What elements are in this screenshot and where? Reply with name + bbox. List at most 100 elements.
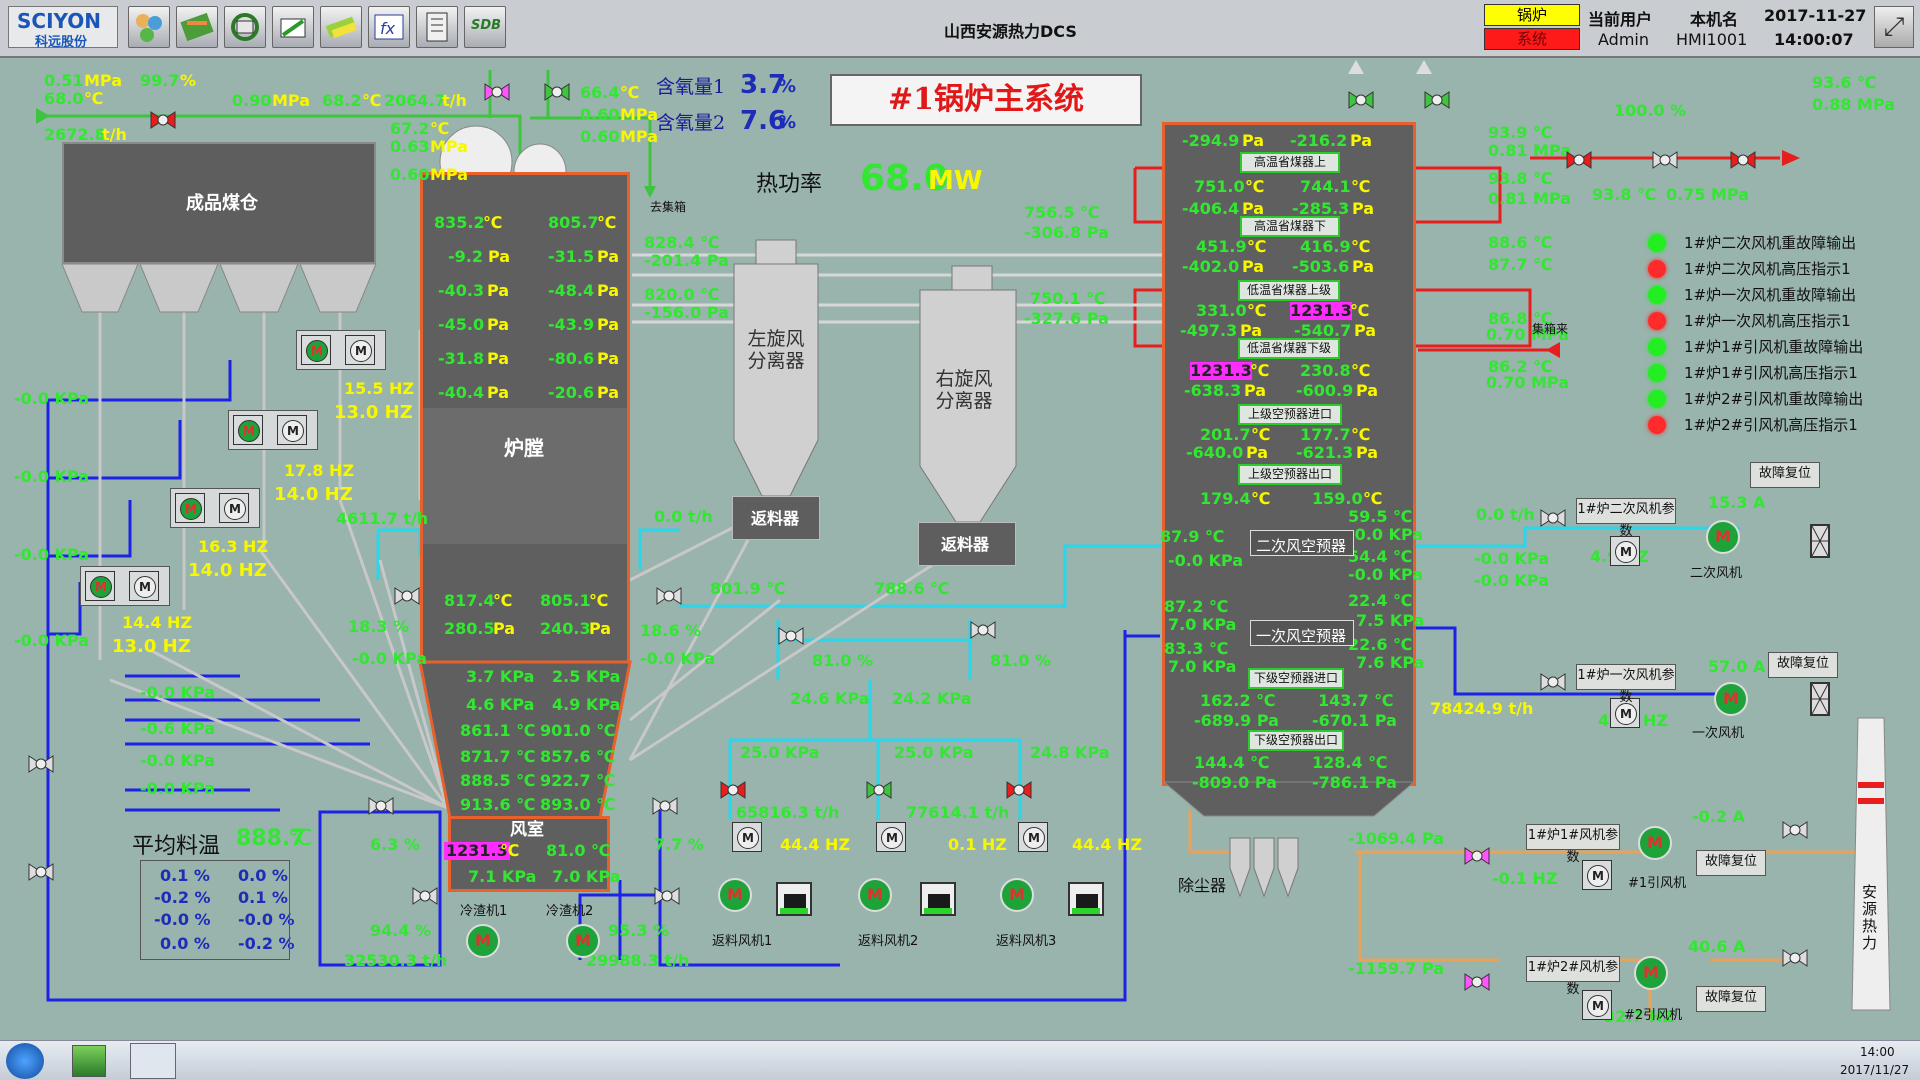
valve-icon[interactable] bbox=[656, 584, 682, 608]
valve-icon[interactable] bbox=[484, 80, 510, 104]
tag-lap_out[interactable]: 下级空预器出口 bbox=[1248, 730, 1344, 751]
report-icon[interactable] bbox=[272, 6, 314, 48]
fan-motor-icon[interactable]: M bbox=[1000, 878, 1034, 912]
reset-button-2[interactable]: 故障复位 bbox=[1696, 850, 1766, 876]
alarm-system[interactable]: 系统 bbox=[1484, 28, 1580, 50]
cone-val-4: 861.1 ℃ bbox=[460, 721, 536, 740]
motor-status-icon[interactable]: M bbox=[1610, 698, 1640, 728]
fan-motor-icon[interactable]: M bbox=[718, 878, 752, 912]
screen-icon[interactable] bbox=[920, 882, 956, 916]
valve-icon[interactable] bbox=[720, 778, 746, 802]
valve-icon[interactable] bbox=[1464, 844, 1490, 868]
param-button-0[interactable]: 1#炉二次风机参数 bbox=[1576, 498, 1676, 539]
alarm-text: 1#炉二次风机重故障输出 bbox=[1684, 234, 1857, 252]
valve-icon[interactable] bbox=[1464, 970, 1490, 994]
windbox-val-0: 81.0 ℃ bbox=[546, 841, 611, 860]
feeder-motor-icon[interactable]: M bbox=[233, 415, 263, 445]
screen-icon[interactable] bbox=[776, 882, 812, 916]
valve-icon[interactable] bbox=[1540, 670, 1566, 694]
tag-ap_out[interactable]: 上级空预器出口 bbox=[1238, 464, 1342, 485]
reset-button-0[interactable]: 故障复位 bbox=[1750, 462, 1820, 488]
tag-ht_dn[interactable]: 高温省煤器下 bbox=[1240, 216, 1340, 237]
valve-icon[interactable] bbox=[544, 80, 570, 104]
valve-icon[interactable] bbox=[28, 860, 54, 884]
motor-status-icon[interactable]: M bbox=[1582, 860, 1612, 890]
system-title: 山西安源热力DCS bbox=[944, 22, 1077, 41]
reset-button-1[interactable]: 故障复位 bbox=[1768, 652, 1838, 678]
valve-icon[interactable] bbox=[28, 752, 54, 776]
tag-ap_in[interactable]: 上级空预器进口 bbox=[1238, 404, 1342, 425]
primary-air-preheater[interactable]: 一次风空预器 bbox=[1250, 620, 1354, 646]
valve-icon[interactable] bbox=[1782, 818, 1808, 842]
fan-motor-icon[interactable]: M bbox=[858, 878, 892, 912]
param-button-1[interactable]: 1#炉一次风机参数 bbox=[1576, 664, 1676, 705]
param-button-3[interactable]: 1#炉2#风机参数 bbox=[1526, 956, 1620, 997]
valve-icon[interactable] bbox=[368, 794, 394, 818]
feeder-drive-icon[interactable]: M bbox=[277, 415, 307, 445]
batch-icon[interactable] bbox=[320, 6, 362, 48]
screen-icon[interactable] bbox=[1068, 882, 1104, 916]
valve-icon[interactable] bbox=[1540, 506, 1566, 530]
equip-label-5: 二次风机 bbox=[1690, 566, 1743, 581]
motor-status-icon[interactable]: M bbox=[876, 822, 906, 852]
alarm-boiler[interactable]: 锅炉 bbox=[1484, 4, 1580, 26]
valve-icon[interactable] bbox=[412, 884, 438, 908]
fan-motor-icon[interactable]: M bbox=[466, 924, 500, 958]
users-icon[interactable] bbox=[128, 6, 170, 48]
tag-lap_in[interactable]: 下级空预器进口 bbox=[1248, 668, 1344, 689]
formula-icon[interactable]: fx bbox=[368, 6, 410, 48]
param-button-2[interactable]: 1#炉1#风机参数 bbox=[1526, 824, 1620, 865]
motor-status-icon[interactable]: M bbox=[1582, 990, 1612, 1020]
valve-icon[interactable] bbox=[1652, 148, 1678, 172]
valve-icon[interactable] bbox=[394, 584, 420, 608]
motor-status-icon[interactable]: M bbox=[1610, 536, 1640, 566]
fan-12: 40.6 A bbox=[1688, 937, 1746, 956]
start-button[interactable] bbox=[6, 1043, 44, 1079]
avg-cell-2: -0.2 % bbox=[154, 888, 211, 907]
valve-icon[interactable] bbox=[778, 624, 804, 648]
furnace-low-0-value: 817.4 bbox=[444, 591, 495, 610]
secondary-air-preheater[interactable]: 二次风空预器 bbox=[1250, 530, 1354, 556]
valve-icon[interactable] bbox=[866, 778, 892, 802]
task-app-icon[interactable] bbox=[72, 1045, 106, 1077]
feeder-motor-icon[interactable]: M bbox=[175, 493, 205, 523]
chart-icon[interactable] bbox=[176, 6, 218, 48]
valve-icon[interactable] bbox=[1566, 148, 1592, 172]
tag-lt_dn[interactable]: 低温省煤器下级 bbox=[1238, 338, 1340, 359]
sdb-icon[interactable]: SDB bbox=[464, 6, 506, 48]
feeder-drive-icon[interactable]: M bbox=[345, 335, 375, 365]
motor-status-icon[interactable]: M bbox=[1018, 822, 1048, 852]
motor-status-icon[interactable]: M bbox=[732, 822, 762, 852]
fan-motor-icon[interactable]: M bbox=[1634, 956, 1668, 990]
valve-icon[interactable] bbox=[1424, 88, 1450, 112]
fan-motor-icon[interactable]: M bbox=[566, 924, 600, 958]
docs-icon[interactable] bbox=[416, 6, 458, 48]
feeder-drive-icon[interactable]: M bbox=[219, 493, 249, 523]
tag-lt_up[interactable]: 低温省煤器上级 bbox=[1238, 280, 1340, 301]
valve-icon[interactable] bbox=[1006, 778, 1032, 802]
exit-icon[interactable]: ⤢ bbox=[1874, 6, 1914, 48]
feeder-0-hz1: 15.5 HZ bbox=[344, 379, 415, 398]
valve-icon[interactable] bbox=[1730, 148, 1756, 172]
feeder-motor-icon[interactable]: M bbox=[85, 571, 115, 601]
fan-motor-icon[interactable]: M bbox=[1638, 826, 1672, 860]
valve-icon[interactable] bbox=[1782, 946, 1808, 970]
sep-val-7: -327.6 Pa bbox=[1024, 309, 1109, 328]
tag-ht_up[interactable]: 高温省煤器上 bbox=[1240, 152, 1340, 173]
fan-motor-icon[interactable]: M bbox=[1706, 520, 1740, 554]
task-dcs-icon[interactable] bbox=[130, 1043, 176, 1079]
valve-icon[interactable] bbox=[1348, 88, 1374, 112]
reset-button-3[interactable]: 故障复位 bbox=[1696, 986, 1766, 1012]
valve-icon[interactable] bbox=[652, 794, 678, 818]
valve-icon[interactable] bbox=[970, 618, 996, 642]
fan-motor-icon[interactable]: M bbox=[1714, 682, 1748, 716]
settings-icon[interactable] bbox=[224, 6, 266, 48]
valve-icon[interactable] bbox=[150, 108, 176, 132]
valve-icon[interactable] bbox=[654, 884, 680, 908]
feeder-motor-icon[interactable]: M bbox=[301, 335, 331, 365]
feeder-drive-icon[interactable]: M bbox=[129, 571, 159, 601]
